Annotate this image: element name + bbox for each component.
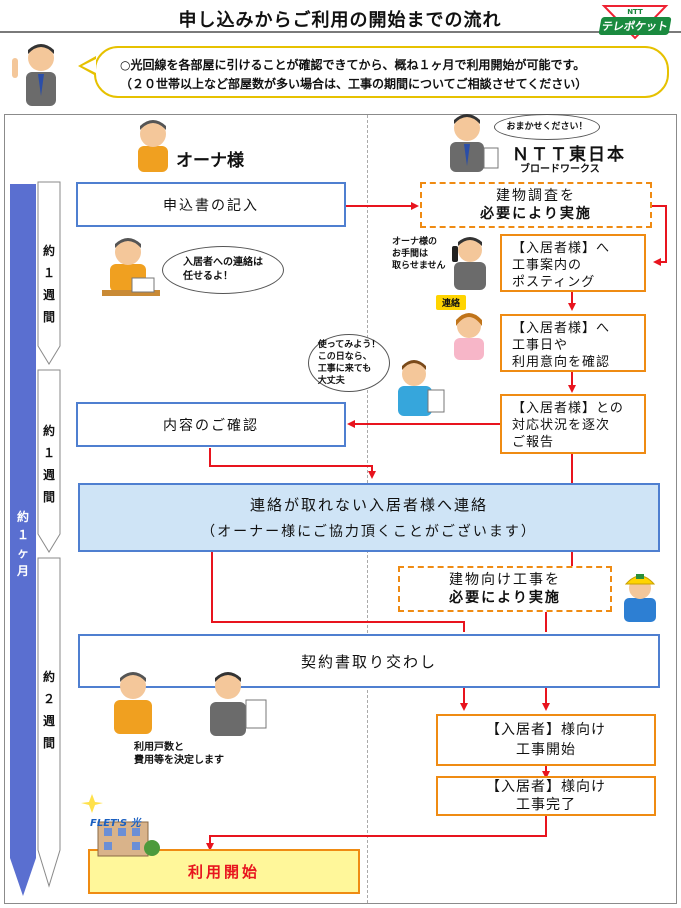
presenter-icon (12, 44, 56, 106)
owner-speech-bubble: 入居者への連絡は 任せるよ！ (162, 246, 284, 294)
period-2: 約 １ 週 間 (42, 424, 55, 504)
notice-line-2: （２０世帯以上など部屋数が多い場合は、工事の期間についてご相談させてください） (120, 77, 588, 91)
page-title: 申し込みからご利用の開始までの流れ (178, 10, 502, 31)
brand-sub: NTT (627, 8, 643, 16)
owner-column-title: オーナ様 (176, 151, 244, 171)
timeline-month: 約 １ ヶ 月 (16, 510, 29, 578)
ntt-operator-icon (452, 237, 486, 290)
liaison-staff-icon (454, 313, 484, 360)
ntt-column-subtitle: ブロードワークス (520, 164, 600, 175)
liaison-tag: 連絡 (436, 295, 467, 310)
resident-speech-bubble: 使ってみよう！ この日なら、 工事に来ても 大丈夫 (308, 334, 390, 392)
decide-note: 利用戸数と 費用等を決定します (134, 742, 224, 766)
notice-bubble (94, 46, 669, 98)
ntt-speech-bubble: おまかせください！ (494, 114, 600, 140)
title-rule (0, 31, 681, 33)
step-contract: 契約書取り交わし (78, 634, 660, 688)
ntt-column-title: ＮＴＴ東日本 (512, 145, 626, 165)
step-posting: 【入居者様】へ 工事案内の ポスティング (500, 234, 646, 292)
period-1: 約 １ 週 間 (42, 244, 55, 324)
step-work-start: 【入居者】様向け 工事開始 (436, 714, 656, 766)
ntt-bubble-text: おまかせください！ (506, 122, 588, 132)
step-report: 【入居者様】との 対応状況を逐次 ご報告 (500, 394, 646, 454)
notice-line-1: ○光回線を各部屋に引けることが確認できてから、概ね１ヶ月で利用開始が可能です。 (120, 58, 586, 72)
notice-tail-inner (82, 59, 96, 73)
step-contact: 連絡が取れない入居者様へ連絡 （オーナー様にご協力頂くことがございます） (78, 483, 660, 552)
owner-no-trouble-note: オーナ様の お手間は 取らせません (392, 237, 446, 271)
flets-building-icon (81, 794, 160, 857)
timeline-arrows (10, 181, 61, 896)
step-survey: 建物調査を 必要により実施 (420, 182, 652, 228)
step-building-work: 建物向け工事を 必要により実施 (398, 566, 612, 612)
step-confirm-intent: 【入居者様】へ 工事日や 利用意向を確認 (500, 314, 646, 372)
step-review: 内容のご確認 (76, 402, 346, 447)
step-apply: 申込書の記入 (76, 182, 346, 227)
flets-label: FLET'S 光 (90, 818, 141, 829)
resident-icon (398, 360, 445, 416)
owner-icon (138, 120, 168, 172)
owner-desk-icon (102, 238, 160, 296)
step-work-done: 【入居者】様向け 工事完了 (436, 776, 656, 816)
ntt-staff-icon (450, 114, 499, 172)
period-3: 約 ２ 週 間 (42, 670, 55, 750)
worker-icon (624, 574, 656, 622)
contract-meeting-icon (114, 672, 267, 736)
